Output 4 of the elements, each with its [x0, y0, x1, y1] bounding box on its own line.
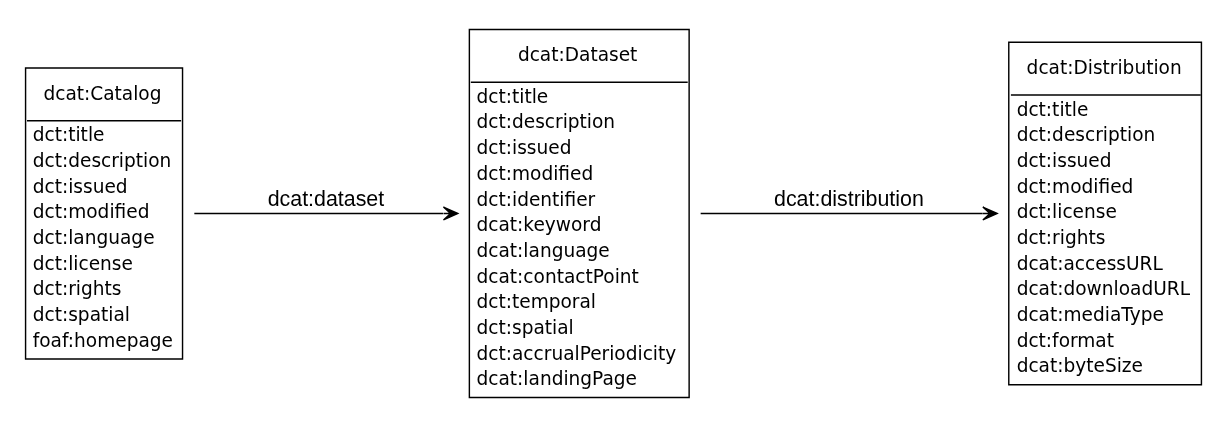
- arrow: [699, 206, 998, 221]
- edge-label: dcat:dataset: [267, 187, 385, 212]
- edge-label: dcat:distribution: [774, 187, 924, 212]
- arrow: [193, 206, 459, 221]
